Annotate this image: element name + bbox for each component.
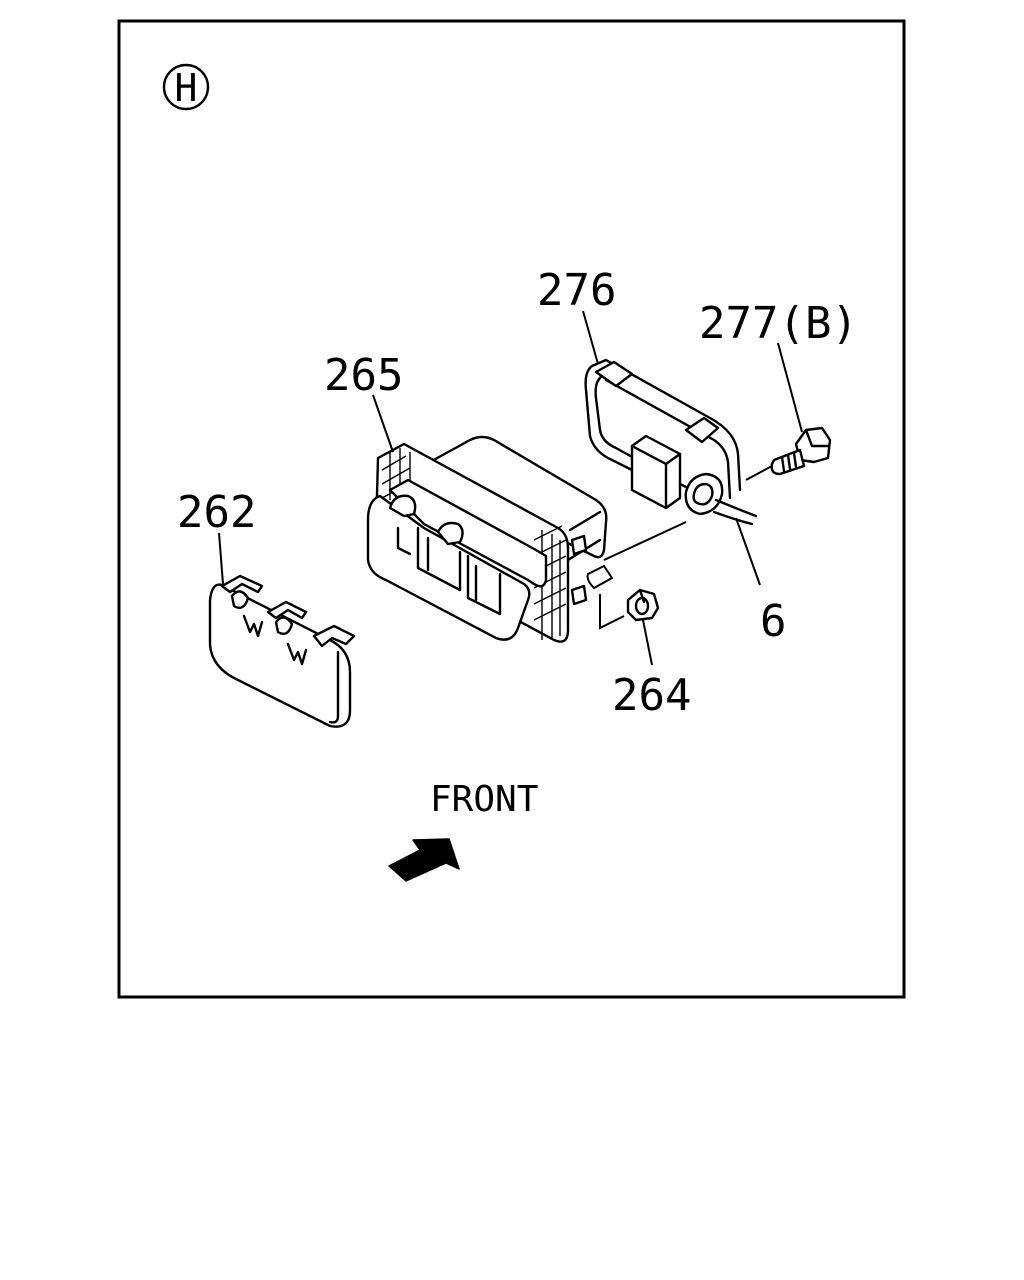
callout-277b: 277(B) (699, 298, 858, 349)
leader-lines (218, 310, 803, 666)
view-marker-letter: H (175, 66, 198, 110)
part-262-cover (208, 574, 356, 728)
callout-264: 264 (612, 670, 691, 721)
leader-262 (218, 532, 224, 585)
view-marker-circle (162, 63, 210, 111)
leader-277b (777, 342, 803, 433)
front-label: FRONT (430, 779, 538, 820)
leader-276 (582, 310, 599, 365)
flange-hatching (381, 448, 567, 640)
view-marker: H (162, 63, 210, 111)
part-6-grommet-cable (684, 472, 758, 526)
assembly-lines (586, 465, 773, 630)
callout-262: 262 (177, 487, 256, 538)
leader-6 (735, 517, 761, 586)
callout-6: 6 (760, 596, 787, 647)
part-277b-bolt (770, 426, 832, 476)
callout-265: 265 (324, 350, 403, 401)
part-276-bracket (584, 358, 742, 510)
front-arrow-icon (388, 838, 460, 882)
callout-276: 276 (537, 265, 616, 316)
leader-265 (372, 394, 394, 453)
part-265-connector-housing (366, 435, 608, 643)
part-264-nut (626, 588, 660, 622)
leader-264 (642, 619, 653, 666)
